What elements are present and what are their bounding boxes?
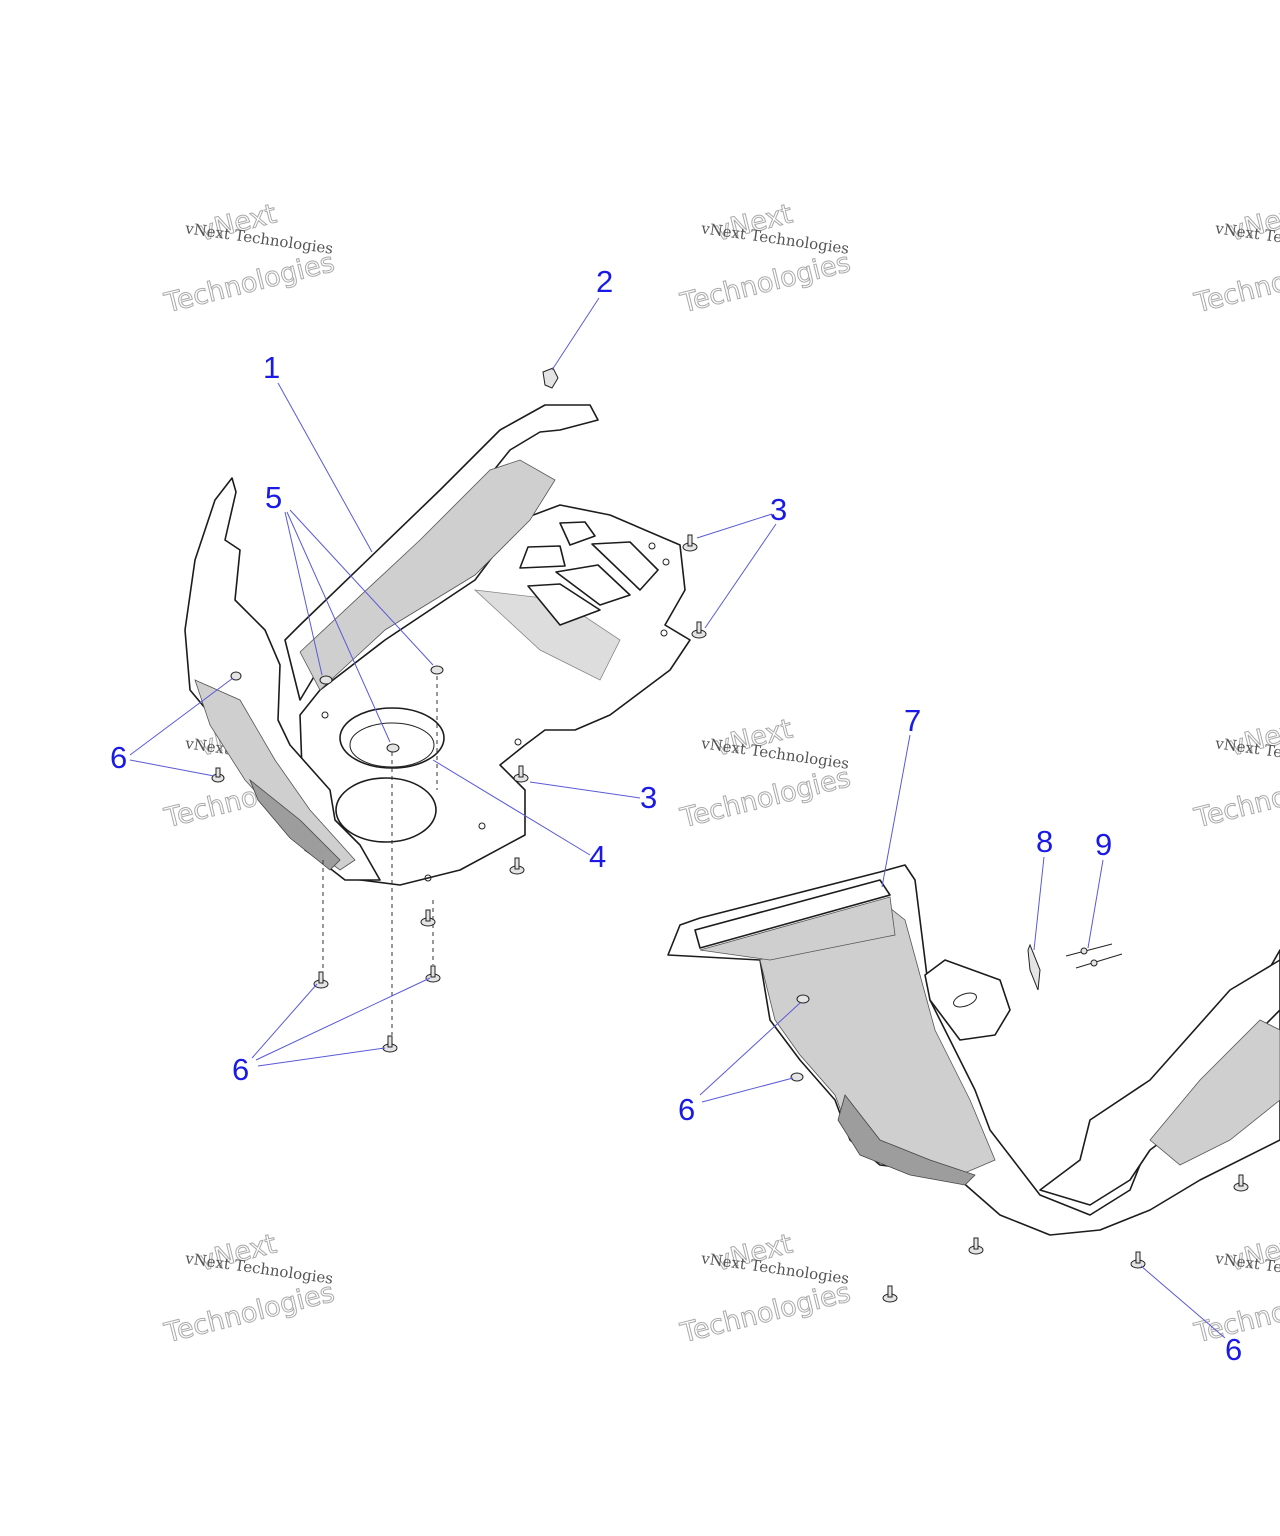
callout-3-top: 3 — [770, 492, 787, 527]
callout-6-center: 6 — [678, 1092, 695, 1127]
rivet-part-9a — [1065, 943, 1113, 957]
screw-part-6-b1 — [509, 857, 525, 875]
callouts: 1 2 3 3 4 5 6 6 6 6 7 8 9 — [110, 264, 1242, 1367]
screw-part-6-b3 — [425, 965, 441, 983]
watermark-top-center: vNext vNext Technologies Technologies — [676, 198, 854, 320]
watermark-big-text: Technologies — [677, 247, 854, 319]
fastener-group-upper — [211, 367, 707, 1053]
callout-6-bottom-left: 6 — [232, 1052, 249, 1087]
watermark-mid-center: vNext vNext Technologies Technologies — [676, 713, 854, 835]
watermark-top-left: vNext vNext Technologies Technologies — [160, 198, 338, 320]
washer-part-5a — [319, 675, 333, 685]
skid-plate-part-1 — [184, 404, 691, 886]
callout-5: 5 — [265, 480, 282, 515]
screw-part-6-side — [230, 671, 242, 681]
watermark-big-text: Technologies — [161, 247, 338, 319]
watermark-big-text: Technologies — [161, 1277, 338, 1349]
callout-2: 2 — [596, 264, 613, 299]
screw-part-6-side-b — [211, 767, 225, 783]
screw-part-6-l6 — [1233, 1174, 1249, 1192]
callout-6-left: 6 — [110, 740, 127, 775]
rivet-part-9b — [1075, 953, 1123, 969]
callout-6-bottom-right: 6 — [1225, 1332, 1242, 1367]
fastener-group-lower — [790, 943, 1249, 1303]
callout-7: 7 — [904, 703, 921, 738]
watermark-bottom-center: vNext vNext Technologies Technologies — [676, 1228, 854, 1350]
callout-3-bottom: 3 — [640, 780, 657, 815]
watermark-big-text: Technologies — [1191, 762, 1280, 834]
watermark-bottom-left: vNext vNext Technologies Technologies — [160, 1228, 338, 1350]
watermark-big-text: Technologies — [677, 762, 854, 834]
screw-part-6-b4 — [313, 971, 329, 989]
callout-9: 9 — [1095, 827, 1112, 862]
plate-part-8 — [1027, 943, 1041, 991]
screw-part-3a — [682, 534, 698, 552]
screw-part-6-l3 — [968, 1237, 984, 1255]
screw-part-6-b2 — [420, 909, 436, 927]
screw-part-6-b5 — [382, 1035, 398, 1053]
front-guard-part-7 — [667, 864, 1280, 1236]
watermark-big-text: Technologies — [677, 1277, 854, 1349]
watermark-big-text: Technologies — [1191, 247, 1280, 319]
screw-part-6-l2 — [790, 1072, 804, 1082]
callout-8: 8 — [1036, 824, 1053, 859]
watermark-top-right: vNext vNext Technologies Technologies — [1190, 198, 1280, 320]
washer-part-5c — [386, 743, 400, 753]
callout-1: 1 — [263, 350, 280, 385]
callout-4: 4 — [589, 839, 606, 874]
screw-part-6-l1 — [796, 994, 810, 1004]
washer-part-5b — [430, 665, 444, 675]
screw-part-3c — [513, 765, 529, 783]
clip-part-2 — [542, 367, 559, 389]
watermark-mid-right: vNext vNext Technologies Technologies — [1190, 713, 1280, 835]
screw-part-6-l5 — [1130, 1251, 1146, 1269]
screw-part-6-l4 — [882, 1285, 898, 1303]
screw-part-3b — [691, 621, 707, 639]
leader-lines — [129, 297, 1226, 1339]
